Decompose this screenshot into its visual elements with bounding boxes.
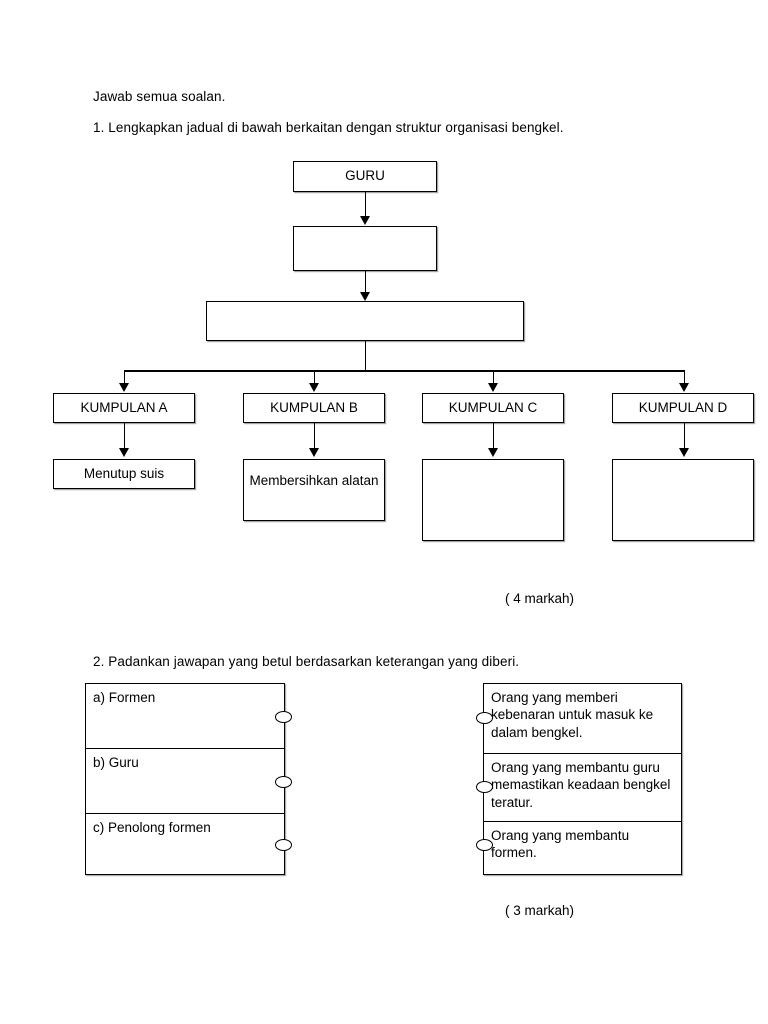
matching-left-item-b[interactable]: b) Guru (86, 749, 292, 814)
connector-node-right-1[interactable] (476, 712, 493, 724)
matching-right-item-3-label: Orang yang membantu formen. (491, 828, 630, 861)
connector-drop-kumpulan-b (313, 370, 316, 385)
arrowhead-task-d (678, 448, 689, 457)
connector-level2-to-level3 (364, 271, 367, 295)
matching-right-table: Orang yang memberi kebenaran untuk masuk… (476, 683, 682, 876)
chart-box-level3-blank[interactable] (206, 301, 524, 341)
matching-left-table: a) Formen b) Guru c) Penolong formen (85, 683, 292, 876)
arrowhead-task-a (118, 448, 129, 457)
arrowhead-guru-to-level2 (359, 216, 370, 225)
connector-distribution-bus (124, 370, 684, 372)
question-1-marks: ( 4 markah) (505, 591, 575, 606)
matching-right-item-1[interactable]: Orang yang memberi kebenaran untuk masuk… (476, 684, 681, 754)
connector-node-right-3[interactable] (476, 839, 493, 851)
connector-drop-kumpulan-d (683, 370, 686, 385)
chart-box-kumpulan-d-label: KUMPULAN D (638, 399, 728, 415)
chart-box-level2-blank[interactable] (293, 226, 437, 271)
chart-box-task-b: Membersihkan alatan (243, 459, 385, 521)
connector-drop-kumpulan-c (492, 370, 495, 385)
chart-box-task-b-label: Membersihkan alatan (249, 473, 379, 488)
arrowhead-kumpulan-d (678, 383, 689, 392)
connector-node-right-2[interactable] (476, 781, 493, 793)
connector-kumpulan-d-to-task (683, 423, 686, 450)
org-chart-diagram: GURU KUMPULAN A (53, 161, 754, 541)
matching-left-item-a[interactable]: a) Formen (86, 684, 292, 749)
arrowhead-task-b (308, 448, 319, 457)
matching-left-item-a-label: a) Formen (93, 690, 156, 705)
chart-box-task-a-label: Menutup suis (83, 465, 165, 481)
question-1-text: 1. Lengkapkan jadual di bawah berkaitan … (93, 120, 564, 135)
matching-right-item-2-label: Orang yang membantu guru memastikan kead… (491, 760, 671, 810)
matching-left-item-c-label: c) Penolong formen (93, 820, 211, 835)
matching-right-item-3[interactable]: Orang yang membantu formen. (476, 822, 681, 876)
connector-kumpulan-b-to-task (313, 423, 316, 450)
chart-box-kumpulan-a: KUMPULAN A (53, 393, 195, 423)
chart-box-kumpulan-a-label: KUMPULAN A (80, 399, 168, 415)
chart-box-kumpulan-b: KUMPULAN B (243, 393, 385, 423)
chart-box-task-a: Menutup suis (53, 459, 195, 489)
matching-left-item-b-label: b) Guru (93, 755, 139, 770)
chart-box-kumpulan-c-label: KUMPULAN C (448, 399, 538, 415)
arrowhead-level2-to-level3 (359, 292, 370, 301)
chart-box-kumpulan-c: KUMPULAN C (422, 393, 564, 423)
question-2-marks: ( 3 markah) (505, 903, 575, 918)
chart-box-task-d-blank[interactable] (612, 459, 754, 541)
chart-box-kumpulan-d: KUMPULAN D (612, 393, 754, 423)
question-2-text: 2. Padankan jawapan yang betul berdasark… (93, 654, 520, 669)
matching-left-item-c[interactable]: c) Penolong formen (86, 814, 292, 876)
connector-node-left-a[interactable] (275, 711, 292, 723)
connector-guru-to-level2 (364, 192, 367, 218)
arrowhead-kumpulan-b (308, 383, 319, 392)
chart-box-task-c-blank[interactable] (422, 459, 564, 541)
connector-node-left-c[interactable] (275, 839, 292, 851)
instruction-text: Jawab semua soalan. (93, 89, 226, 104)
connector-drop-kumpulan-a (123, 370, 126, 385)
arrowhead-kumpulan-a (118, 383, 129, 392)
connector-kumpulan-a-to-task (123, 423, 126, 450)
matching-right-item-2[interactable]: Orang yang membantu guru memastikan kead… (476, 754, 681, 822)
chart-box-guru-label: GURU (345, 168, 385, 184)
connector-node-left-b[interactable] (275, 776, 292, 788)
chart-box-kumpulan-b-label: KUMPULAN B (270, 399, 358, 415)
connector-kumpulan-c-to-task (492, 423, 495, 450)
matching-right-item-1-label: Orang yang memberi kebenaran untuk masuk… (491, 690, 654, 740)
arrowhead-task-c (487, 448, 498, 457)
arrowhead-kumpulan-c (487, 383, 498, 392)
chart-box-guru: GURU (293, 161, 437, 192)
connector-level3-stem (364, 341, 367, 371)
